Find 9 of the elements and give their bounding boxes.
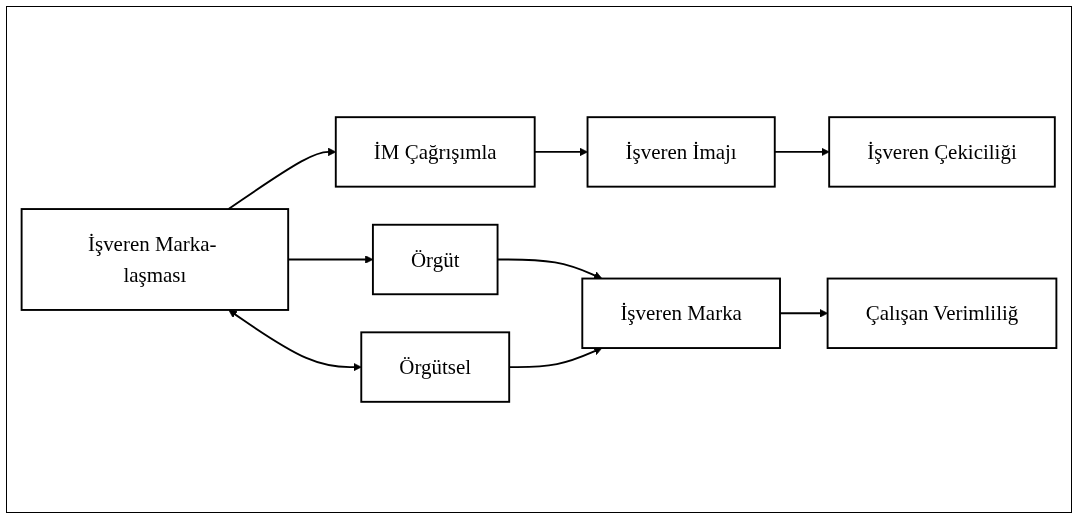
- node-box: İşveren İmajı: [586, 116, 776, 188]
- node-box: İM Çağrışımla: [334, 116, 536, 188]
- node-box: İşveren Marka- laşması: [20, 208, 290, 311]
- node-box: İşveren Marka: [581, 277, 781, 349]
- node-box: Örgüt: [371, 223, 499, 296]
- node-box: Örgütsel: [360, 331, 511, 403]
- node-box: İşveren Çekiciliği: [828, 116, 1056, 188]
- node-box: Çalışan Verimliliğ: [826, 277, 1058, 349]
- arrow: [228, 309, 362, 372]
